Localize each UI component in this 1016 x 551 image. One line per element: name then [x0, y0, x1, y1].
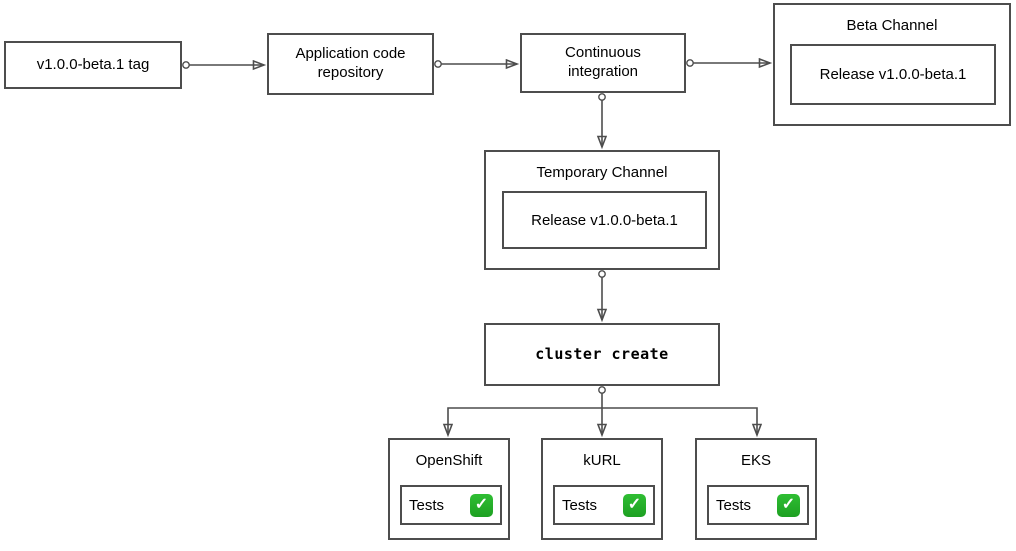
- node-version-tag: v1.0.0-beta.1 tag: [4, 41, 182, 89]
- application-code-repository-label: Application code repository: [295, 45, 406, 81]
- node-kurl-tests: Tests ✓: [553, 485, 655, 525]
- kurl-tests-label: Tests: [562, 496, 598, 514]
- check-icon: ✓: [623, 493, 646, 517]
- node-eks: EKS Tests ✓: [695, 438, 817, 540]
- node-temporary-channel-release: Release v1.0.0-beta.1: [502, 191, 707, 249]
- check-icon: ✓: [470, 493, 493, 517]
- temporary-channel-release-label: Release v1.0.0-beta.1: [531, 211, 678, 229]
- node-application-code-repository: Application code repository: [267, 33, 434, 95]
- openshift-tests-label: Tests: [409, 496, 445, 514]
- node-beta-channel-release: Release v1.0.0-beta.1: [790, 44, 996, 105]
- node-cluster-create: cluster create: [484, 323, 720, 386]
- node-continuous-integration: Continuous integration: [520, 33, 686, 93]
- version-tag-label: v1.0.0-beta.1 tag: [36, 55, 150, 73]
- temporary-channel-title: Temporary Channel: [536, 164, 668, 181]
- node-beta-channel: Beta Channel Release v1.0.0-beta.1: [773, 3, 1011, 126]
- edge-cluster-create-to-openshift: [448, 407, 602, 435]
- openshift-title: OpenShift: [415, 452, 483, 469]
- cluster-create-label: cluster create: [535, 345, 669, 364]
- node-temporary-channel: Temporary Channel Release v1.0.0-beta.1: [484, 150, 720, 270]
- eks-tests-label: Tests: [716, 496, 752, 514]
- continuous-integration-label: Continuous integration: [565, 44, 641, 80]
- node-openshift-tests: Tests ✓: [400, 485, 502, 525]
- check-glyph: ✓: [781, 496, 796, 513]
- eks-title: EKS: [740, 452, 771, 469]
- node-openshift: OpenShift Tests ✓: [388, 438, 510, 540]
- edge-cluster-create-to-eks: [602, 407, 757, 435]
- check-icon: ✓: [777, 493, 800, 517]
- check-glyph: ✓: [627, 496, 642, 513]
- kurl-title: kURL: [583, 452, 621, 469]
- node-eks-tests: Tests ✓: [707, 485, 809, 525]
- check-glyph: ✓: [474, 496, 489, 513]
- node-kurl: kURL Tests ✓: [541, 438, 663, 540]
- beta-channel-release-label: Release v1.0.0-beta.1: [819, 66, 967, 83]
- beta-channel-title: Beta Channel: [846, 17, 938, 34]
